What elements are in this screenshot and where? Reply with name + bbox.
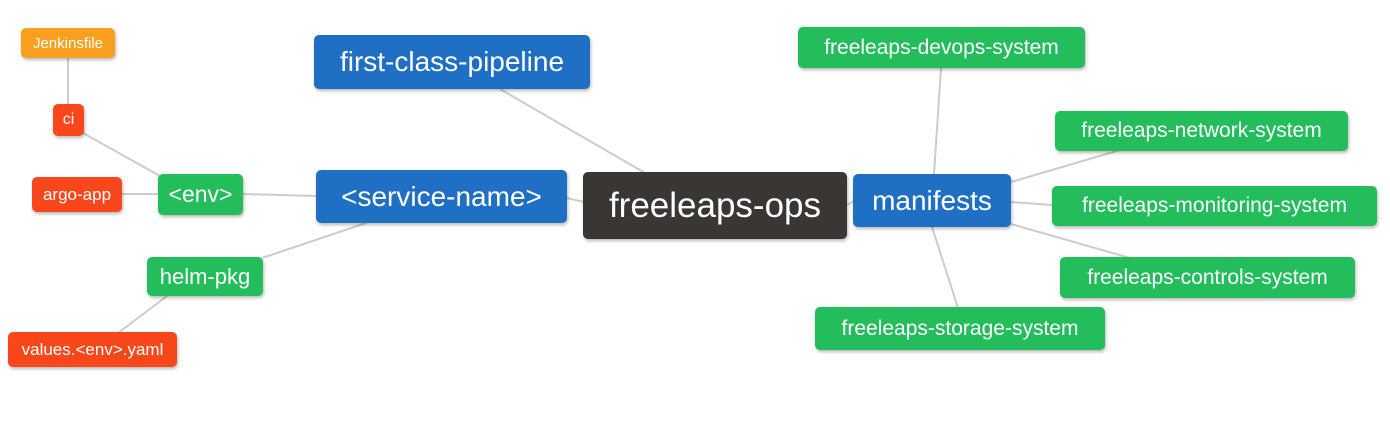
edge-ci-env xyxy=(82,132,161,177)
edge-manifests-monitoring-system xyxy=(1010,201,1053,206)
node-freeleaps-controls-system[interactable]: freeleaps-controls-system xyxy=(1060,257,1355,298)
edge-manifests-network-system xyxy=(1010,149,1121,183)
edge-manifests-storage-system xyxy=(931,226,959,309)
node-jenkinsfile[interactable]: Jenkinsfile xyxy=(21,28,115,58)
node-service-name[interactable]: <service-name> xyxy=(316,170,567,223)
node-freeleaps-network-system[interactable]: freeleaps-network-system xyxy=(1055,111,1348,151)
node-freeleaps-devops-system[interactable]: freeleaps-devops-system xyxy=(798,27,1085,68)
edge-pipeline-freeleaps-ops xyxy=(499,88,646,174)
node-freeleaps-monitoring-system[interactable]: freeleaps-monitoring-system xyxy=(1052,186,1377,226)
node-freeleaps-storage-system[interactable]: freeleaps-storage-system xyxy=(815,307,1105,350)
node-freeleaps-ops[interactable]: freeleaps-ops xyxy=(583,172,847,239)
edge-helm-pkg-values-env-yaml xyxy=(117,295,168,334)
node-ci[interactable]: ci xyxy=(53,104,84,136)
edge-manifests-devops-system xyxy=(933,67,942,175)
node-manifests[interactable]: manifests xyxy=(853,174,1011,227)
edge-service-name-helm-pkg xyxy=(261,222,367,259)
edge-service-name-freeleaps-ops xyxy=(566,197,585,203)
node-first-class-pipeline[interactable]: first-class-pipeline xyxy=(314,35,590,89)
edge-freeleaps-ops-manifests xyxy=(846,200,855,206)
edge-manifests-controls-system xyxy=(1010,223,1131,259)
node-helm-pkg[interactable]: helm-pkg xyxy=(147,257,263,296)
node-argo-app[interactable]: argo-app xyxy=(32,177,122,212)
node-values-env-yaml[interactable]: values.<env>.yaml xyxy=(8,332,177,367)
edge-env-service-name xyxy=(242,193,317,197)
node-env[interactable]: <env> xyxy=(158,174,243,215)
